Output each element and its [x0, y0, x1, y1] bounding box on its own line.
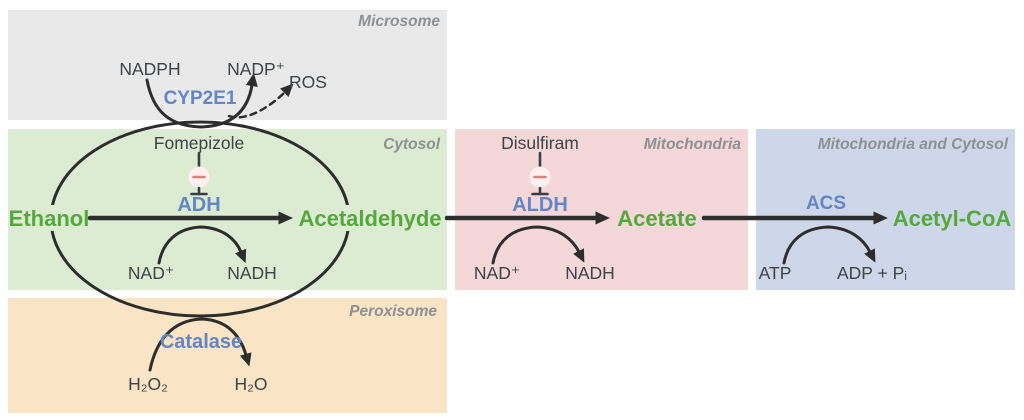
nad-mito-label: NAD⁺: [474, 263, 520, 283]
mito-cytosol-box: [756, 129, 1015, 290]
ros-label: ROS: [289, 72, 327, 92]
disulfiram-inhibition: [529, 151, 551, 196]
acetaldehyde-label-backing: [297, 205, 443, 231]
acetaldehyde-label: Acetaldehyde: [298, 206, 441, 231]
microsome-label: Microsome: [358, 13, 440, 30]
mitochondria-box: [455, 129, 748, 290]
adh-enzyme-label: ADH: [177, 194, 220, 216]
acetyl-coa-label: Acetyl-CoA: [893, 206, 1012, 231]
acetate-label: Acetate: [617, 206, 696, 231]
h2o-label: H₂O: [234, 374, 267, 394]
peroxisome-label: Peroxisome: [349, 303, 437, 320]
ethanol-label: Ethanol: [9, 206, 90, 231]
fomepizole-label: Fomepizole: [154, 133, 244, 153]
disulfiram-label: Disulfiram: [501, 133, 579, 153]
aldh-enzyme-label: ALDH: [512, 194, 568, 216]
ros-dashed-arrow: [227, 83, 294, 119]
cyp2e1-cofactor-curve: [145, 73, 258, 129]
atp-label: ATP: [759, 263, 792, 283]
cytosol-label: Cytosol: [383, 136, 441, 153]
peroxisome-box: [8, 298, 447, 413]
mitochondria-label: Mitochondria: [644, 136, 742, 153]
nadh-mito-label: NADH: [565, 263, 615, 283]
fomepizole-inhibition: [188, 151, 210, 196]
acs-cofactor-curve: [782, 225, 876, 265]
catalase-cofactor-curve: [148, 317, 252, 372]
adp-pi-label: ADP + Pᵢ: [837, 263, 907, 283]
nad-cytosol-label: NAD⁺: [128, 263, 174, 283]
catalase-enzyme-label: Catalase: [160, 331, 242, 353]
nadph-label: NADPH: [119, 59, 180, 79]
ethanol-label-backing: [10, 205, 88, 231]
nadp-label: NADP⁺: [227, 59, 285, 79]
mito-cytosol-label: Mitochondria and Cytosol: [818, 136, 1009, 153]
aldh-cofactor-curve: [491, 225, 585, 265]
acs-enzyme-label: ACS: [806, 193, 846, 214]
cyp2e1-enzyme-label: CYP2E1: [164, 88, 237, 109]
nadh-cytosol-label: NADH: [227, 263, 277, 283]
microsome-box: [8, 10, 447, 120]
h2o2-label: H₂O₂: [128, 374, 168, 394]
adh-cofactor-curve: [157, 225, 247, 265]
